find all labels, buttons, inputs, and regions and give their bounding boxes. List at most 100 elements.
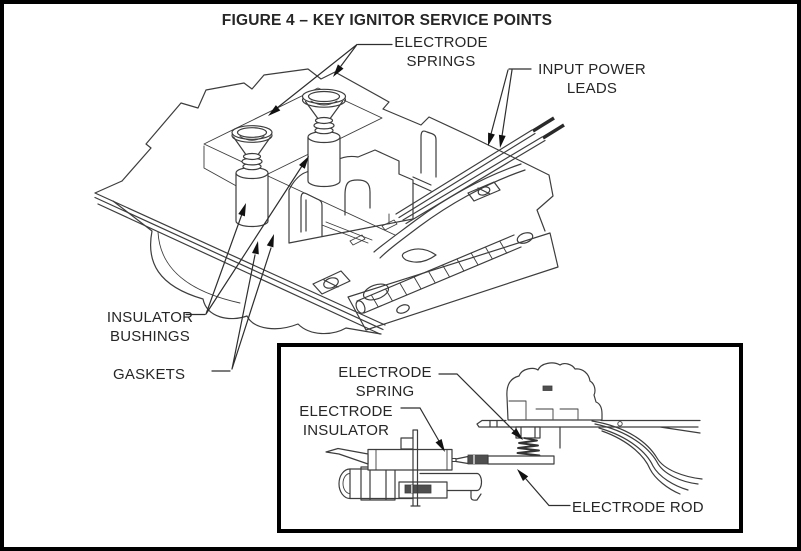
inset-electrode-insulator-assembly (325, 429, 555, 507)
gaskets-leader (211, 247, 272, 372)
module-wires (591, 420, 703, 495)
label-electrode-insulator: ELECTRODE INSULATOR (286, 403, 406, 440)
module-marking (542, 385, 553, 391)
conduit-end-flag (401, 248, 437, 263)
funnel-left-neck3 (242, 152, 262, 161)
wire-1-stripped-tip (532, 116, 555, 133)
arrow-to-inset-spring (511, 428, 523, 440)
bushing-right-cylinder (307, 137, 341, 188)
label-insulator-bushings-line2: BUSHINGS (110, 327, 190, 345)
plate-hole-large (362, 283, 390, 301)
lower-cylinder-cap-inner (342, 473, 351, 494)
rod-crimp-sleeve (467, 454, 489, 465)
wire-1 (395, 129, 536, 219)
funnel-right-rim-inner (307, 90, 341, 103)
funnel-right-neck3 (314, 116, 334, 125)
funnel-left-inner-arc (239, 136, 265, 141)
input-power-leads-leader (490, 68, 532, 137)
label-electrode-spring-inset: ELECTRODE SPRING (325, 364, 445, 401)
plate-outline (347, 232, 559, 331)
conduit-curves (373, 163, 526, 259)
arrow-to-wire-2 (498, 134, 506, 148)
floor-rails (321, 221, 373, 244)
label-electrode-springs-line2: SPRINGS (406, 52, 476, 70)
label-insulator-bushings-line1: INSULATOR (106, 309, 194, 326)
label-electrode-spring-line1: ELECTRODE (338, 364, 432, 381)
tube-end-cap (355, 300, 366, 314)
funnel-right-inner-arc (310, 100, 338, 106)
label-electrode-rod: ELECTRODE ROD (572, 499, 704, 516)
upper-cylinder-lines (375, 449, 448, 471)
left-post (300, 192, 323, 237)
module-cover (506, 362, 603, 421)
label-electrode-insulator-line2: INSULATOR (302, 421, 390, 439)
conduit-clips (349, 213, 398, 246)
ignitor-cable-conduit (349, 163, 526, 263)
pan-skirt (112, 200, 382, 335)
label-electrode-springs: ELECTRODE SPRINGS (381, 34, 501, 71)
label-electrode-springs-line1: ELECTRODE (394, 34, 488, 51)
lower-cylinder-cap (338, 468, 351, 500)
figure-title: FIGURE 4 – KEY IGNITOR SERVICE POINTS (221, 12, 553, 29)
module-base-details (507, 400, 603, 421)
electrode-spring-left (231, 125, 273, 228)
electrode-insulator-leader (400, 407, 440, 442)
mounting-plate (347, 232, 559, 331)
pan-skirt-inner-curve (157, 231, 241, 304)
label-electrode-insulator-line1: ELECTRODE (299, 403, 393, 420)
upper-insulator-cylinder (367, 448, 453, 471)
electrode-tip-blade (325, 447, 369, 465)
slot-left (312, 270, 351, 295)
electrode-rod-leader (525, 478, 571, 507)
main-callout-arrows (185, 43, 532, 372)
arch-opening (344, 179, 371, 216)
insulator-bushings-leader (185, 165, 303, 316)
slot-left-screw (323, 277, 339, 289)
wire-2 (402, 136, 546, 225)
electrode-spring-leader (438, 373, 515, 432)
label-input-power-leads: INPUT POWER LEADS (532, 61, 652, 98)
inset-electrode-rod-bar (487, 455, 555, 465)
floor-slots (312, 181, 501, 295)
pan-cavity (203, 87, 396, 236)
spring-fitting (515, 426, 541, 439)
arrow-to-left-bushing (238, 203, 246, 217)
electrode-spring-right (301, 88, 347, 188)
arrow-to-inset-insulator (435, 439, 445, 452)
inset-ignitor-module (476, 362, 703, 495)
corrugated-tube-segments (370, 240, 508, 308)
arrow-to-gasket-1 (252, 241, 259, 255)
inset-detail-drawing (277, 343, 743, 533)
label-input-power-leads-line1: INPUT POWER (538, 61, 646, 78)
right-post (412, 130, 437, 192)
label-gaskets: GASKETS (113, 366, 186, 383)
rod-taper (455, 455, 469, 465)
inset-callout-arrows (400, 373, 571, 507)
rod-stub (451, 458, 457, 462)
label-electrode-spring-line2: SPRING (355, 382, 415, 400)
corrugated-tube-rails (356, 234, 522, 314)
mounting-bracket-vertical (400, 429, 421, 507)
wire-2-stripped-tip (542, 123, 565, 140)
inset-box-border (277, 343, 743, 533)
funnel-left-rim-inner (236, 127, 268, 138)
arrow-to-inset-rod (517, 469, 529, 481)
electrode-springs-leader (276, 43, 393, 109)
arrow-to-right-bushing (299, 156, 309, 169)
module-mount-plate (476, 419, 701, 434)
hex-nut (360, 466, 396, 501)
plate-hole-small (396, 304, 410, 314)
arrow-to-left-funnel (268, 105, 281, 116)
pan-outline (121, 68, 554, 232)
label-insulator-bushings: INSULATOR BUSHINGS (90, 309, 210, 346)
arrow-to-gasket-2 (266, 234, 274, 248)
main-assembly-drawing (94, 43, 565, 372)
label-input-power-leads-line2: LEADS (566, 79, 618, 97)
plate-screw-hole (617, 421, 623, 427)
arrow-to-wire-1 (488, 132, 495, 146)
pan-rim-band (94, 180, 386, 335)
plate-hole-right (516, 232, 534, 244)
rear-tube-cap (476, 472, 483, 492)
